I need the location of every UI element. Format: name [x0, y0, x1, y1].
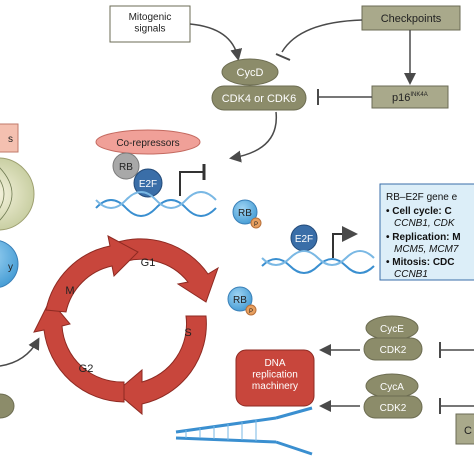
left-partial-label-top: s: [8, 134, 13, 145]
left-to-cycle-arrow: [0, 337, 40, 367]
cdk2-bottom-pill: [363, 395, 423, 419]
left-partial-blue-cell: [0, 240, 19, 288]
p16-label: p16INK4A: [392, 92, 428, 104]
dna-replication-box: [235, 349, 315, 407]
gene-box: [379, 183, 474, 281]
cell-cycle-wheel: [33, 235, 219, 416]
e2f-free-label: E2F: [295, 234, 313, 245]
dna-strand-top-2: [95, 191, 217, 209]
rb-free-circle-1: [232, 199, 258, 225]
cycle-arc-g2: [33, 299, 125, 403]
cyce-label: CycE: [380, 324, 404, 335]
gene-box-line4: MCM5, MCM7: [394, 244, 459, 255]
mitogenic-signals-box: [109, 5, 191, 43]
corepressors-ellipse: [95, 129, 201, 155]
cdk46-pill: [211, 85, 307, 111]
gene-box-line2: CCNB1, CDK: [394, 218, 456, 229]
gene-box-line1: • Cell cycle: C: [386, 206, 452, 217]
cycle-label-m: M: [65, 285, 74, 297]
cycle-arc-m: [45, 235, 139, 313]
gene-box-line6: CCNB1: [394, 269, 428, 280]
cdk2-top-pill: [363, 337, 423, 361]
checkpoint-inhibit-bar: [275, 53, 291, 61]
corepressors-label: Co-repressors: [116, 138, 179, 149]
e2f-bound-label: E2F: [139, 179, 157, 190]
spindle-lines: [0, 167, 13, 221]
mitogenic-arrow: [189, 23, 243, 61]
cycle-label-g2: G2: [79, 363, 94, 375]
repressed-promoter: [179, 171, 204, 196]
cycle-label-g1: G1: [141, 257, 156, 269]
dna-strand-mid-1: [261, 258, 375, 274]
cycle-arc-s: [115, 315, 207, 416]
rb-bound-label: RB: [119, 162, 133, 173]
dna-strand-top-1: [95, 199, 217, 217]
e2f-bound-circle: [133, 168, 163, 198]
rb-free-circle-2: [227, 286, 253, 312]
p-free-circle-1: [250, 217, 262, 229]
left-partial-pink-box: [0, 123, 19, 153]
replication-fork-rungs: [185, 420, 257, 441]
gene-box-title: RB–E2F gene e: [386, 192, 458, 203]
left-partial-label-mid: y: [8, 262, 13, 273]
checkpoints-label: Checkpoints: [381, 13, 442, 25]
gene-box-line5: • Mitosis: CDC: [386, 257, 455, 268]
bottom-right-partial-box: [455, 413, 474, 445]
left-partial-cell: [0, 157, 35, 231]
cyca-label: CycA: [380, 382, 404, 393]
checkpoint-inhibit-line: [281, 19, 363, 53]
p-free-label-2: P: [249, 309, 253, 315]
active-promoter: [332, 226, 358, 258]
p-free-circle-2: [245, 304, 257, 316]
rb-free-label-2: RB: [233, 295, 247, 306]
left-partial-bottom-ellipse: [0, 393, 15, 419]
rb-bound-circle: [112, 152, 140, 180]
bottom-right-partial-label: C: [464, 425, 472, 437]
cycd-ellipse: [221, 58, 279, 86]
replication-fork: [175, 406, 313, 456]
cycle-label-s: S: [184, 327, 191, 339]
cycle-arc-g1: [111, 238, 219, 303]
cdk2-bottom-label: CDK2: [380, 403, 407, 414]
cdk46-label: CDK4 or CDK6: [222, 93, 297, 105]
p-free-label-1: P: [254, 222, 258, 228]
cdk46-to-rb-arrow: [229, 111, 277, 163]
cycd-label: CycD: [237, 67, 264, 79]
dna-strand-mid-2: [261, 250, 375, 266]
cdk2-top-label: CDK2: [380, 345, 407, 356]
rb-free-label-1: RB: [238, 208, 252, 219]
checkpoints-box: [361, 5, 461, 31]
gene-box-line3: • Replication: M: [386, 232, 461, 243]
